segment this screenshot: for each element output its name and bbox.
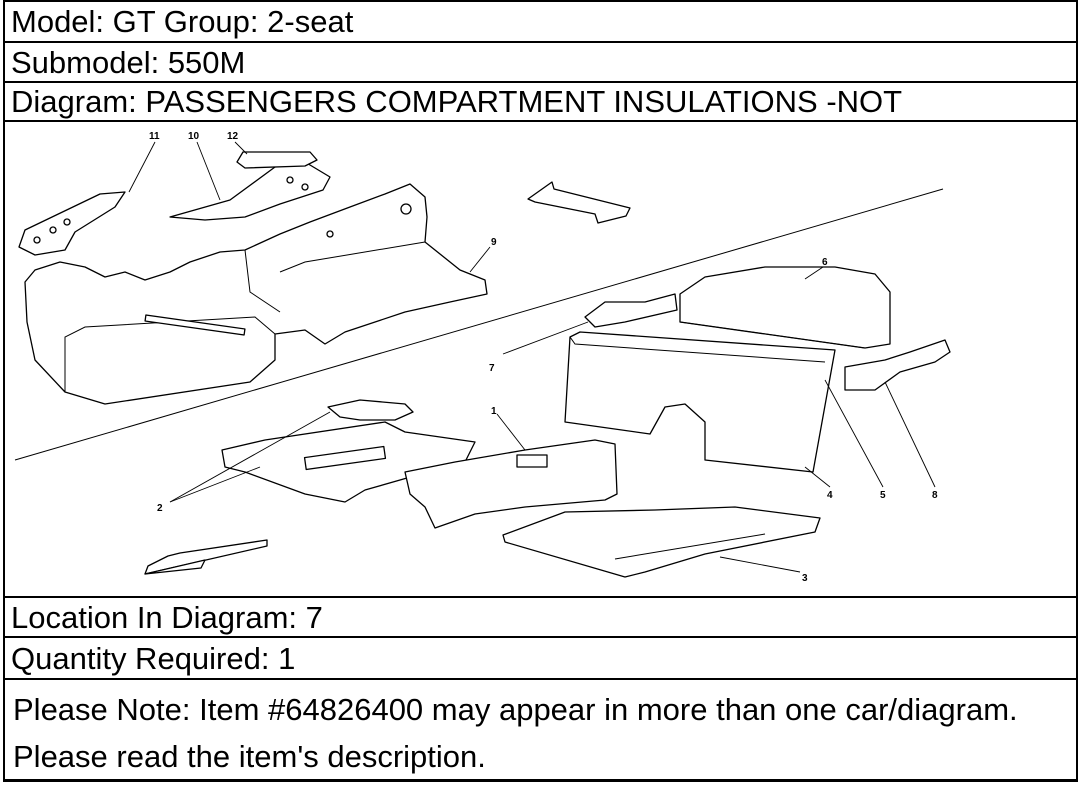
part-9-hole (400, 203, 412, 215)
part-10-hole (286, 176, 294, 184)
quantity-row: Quantity Required: 1 (3, 636, 1078, 678)
callout-7: 7 (489, 363, 495, 374)
leader-7 (502, 321, 589, 355)
direction-arrow-upper-icon (527, 181, 631, 224)
diagram-drawing: 11 10 12 9 6 7 1 2 4 5 8 3 (14, 131, 951, 584)
leader-10 (196, 141, 221, 201)
callout-5: 5 (880, 490, 886, 501)
callout-11: 11 (149, 131, 160, 142)
part-6-edge (679, 321, 866, 349)
part-3-edge (614, 533, 766, 560)
leader-5 (824, 379, 884, 488)
leader-1 (496, 413, 526, 451)
direction-arrow-lower-icon (144, 539, 268, 575)
part-9-edge (279, 241, 426, 273)
part-11-hole (63, 218, 71, 226)
leader-6 (804, 266, 824, 280)
leader-3 (719, 556, 801, 573)
leader-8 (884, 381, 936, 488)
section-divider-line (14, 188, 944, 461)
note-row: Please Note: Item #64826400 may appear i… (3, 678, 1078, 782)
leader-2a (169, 411, 331, 503)
quantity-text: Quantity Required: 1 (11, 641, 296, 676)
leader-2b (169, 466, 261, 503)
callout-3: 3 (802, 573, 808, 584)
part-9-edge (244, 249, 281, 313)
callout-9: 9 (491, 237, 497, 248)
direction-arrow-lower-head-icon (144, 559, 206, 575)
leader-12 (234, 141, 248, 155)
callout-2: 2 (157, 503, 163, 514)
part-9-hole (326, 230, 334, 238)
part-12-shape (236, 151, 318, 169)
leader-4 (804, 466, 831, 488)
callout-4: 4 (827, 490, 833, 501)
part-2-slot (303, 445, 387, 471)
leader-9 (469, 246, 491, 273)
part-6-shape (679, 266, 891, 349)
part-7-shape (584, 293, 678, 328)
part-11-hole (33, 236, 41, 244)
callout-8: 8 (932, 490, 938, 501)
location-row: Location In Diagram: 7 (3, 596, 1078, 636)
submodel-row: Submodel: 550M (3, 41, 1078, 81)
part-10-hole (301, 183, 309, 191)
part-4-shape (564, 331, 836, 473)
leader-11 (128, 141, 156, 193)
part-4-edge (569, 336, 826, 363)
callout-12: 12 (227, 131, 239, 142)
part-2-small-shape (327, 399, 414, 421)
part-9-edge (64, 316, 276, 392)
model-text: Model: GT Group: 2-seat (11, 4, 354, 39)
part-3-shape (502, 506, 821, 578)
submodel-text: Submodel: 550M (11, 45, 246, 80)
part-11-hole (49, 226, 57, 234)
diagram-title-text: Diagram: PASSENGERS COMPARTMENT INSULATI… (11, 84, 903, 119)
model-row: Model: GT Group: 2-seat (3, 0, 1078, 41)
part-1-opening (516, 454, 548, 468)
diagram-title-row: Diagram: PASSENGERS COMPARTMENT INSULATI… (3, 81, 1078, 120)
part-10-shape (169, 161, 331, 221)
part-8-shape (844, 339, 951, 391)
part-9-shape (24, 183, 488, 405)
location-text: Location In Diagram: 7 (11, 600, 323, 635)
part-11-shape (18, 191, 126, 256)
note-text: Please Note: Item #64826400 may appear i… (13, 692, 1018, 774)
callout-6: 6 (822, 257, 828, 268)
part-9-slot (144, 314, 246, 336)
callout-10: 10 (188, 131, 200, 142)
exploded-parts-diagram: 11 10 12 9 6 7 1 2 4 5 8 3 (3, 120, 1078, 596)
callout-1: 1 (491, 406, 497, 417)
